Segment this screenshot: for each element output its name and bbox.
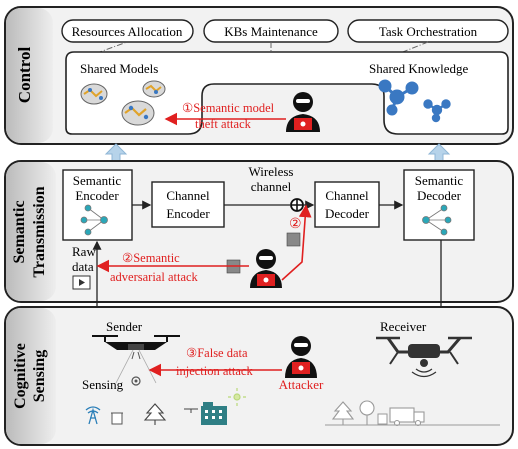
control-label-band — [6, 8, 53, 143]
wireless-channel-label-2: channel — [251, 179, 292, 194]
sender-label: Sender — [106, 319, 143, 334]
transmission-label-band — [6, 162, 56, 301]
trash-bin-icon-2 — [377, 413, 388, 425]
video-file-icon — [72, 275, 91, 290]
truck-icon — [389, 407, 425, 427]
semantic-transmission-layer: Semantic Transmission Semantic Encoder C… — [4, 160, 514, 320]
tree-icon-3 — [359, 400, 375, 425]
channel-decoder-label-2: Decoder — [325, 206, 370, 221]
raw-data-label-1: Raw — [72, 244, 96, 259]
attacker-icon-3 — [285, 336, 317, 378]
drone-small-icon — [184, 408, 198, 413]
attack-2-marker: ② — [289, 217, 302, 232]
shared-models-label: Shared Models — [80, 61, 158, 76]
semantic-decoder-label-1: Semantic — [415, 173, 464, 188]
sensing-layer-box — [4, 306, 514, 446]
sun-icon — [228, 388, 246, 406]
ai-model-icon-1 — [80, 83, 108, 105]
attacker-icon-2 — [250, 249, 282, 288]
tab-resources-allocation[interactable] — [61, 19, 194, 43]
knowledge-graph-icon-1 — [378, 79, 419, 116]
knowledge-graph-icon-2 — [423, 99, 451, 123]
cognitive-sensing-layer: Cognitive Sensing Sender Sensing Attacke… — [4, 306, 514, 446]
sensing-layer-label-2: Sensing — [31, 350, 48, 402]
channel-decoder-label-1: Channel — [325, 188, 369, 203]
tab-resources-allocation-label: Resources Allocation — [72, 24, 183, 39]
semantic-decoder-label-2: Decoder — [417, 188, 462, 203]
cell-tower-icon — [85, 406, 101, 425]
control-layer-label: Control — [15, 47, 34, 104]
tab-task-orchestration-label: Task Orchestration — [379, 24, 478, 39]
perturbation-icon-1 — [286, 232, 301, 247]
semantic-encoder-label-2: Encoder — [75, 188, 119, 203]
semantic-encoder-label-1: Semantic — [73, 173, 122, 188]
ai-model-icon-3 — [121, 100, 155, 126]
trash-bin-icon — [111, 412, 123, 425]
channel-encoder-label-2: Encoder — [166, 206, 210, 221]
receiver-drone-icon — [376, 336, 472, 378]
attack-1-label-line1: ①Semantic model — [182, 101, 275, 115]
attack-2-label-line1: ②Semantic — [122, 251, 180, 265]
transmission-layer-label-1: Semantic — [11, 200, 28, 263]
sensing-label: Sensing — [82, 377, 124, 392]
tab-kbs-maintenance-label: KBs Maintenance — [224, 24, 318, 39]
building-icon — [201, 402, 227, 425]
attack-1-label-line2: theft attack — [195, 117, 252, 131]
tree-icon-2 — [331, 401, 355, 425]
semantic-encoder-box[interactable] — [62, 169, 133, 241]
sensing-label-band — [6, 308, 56, 444]
encoder-network-icon — [80, 204, 108, 236]
decoder-network-icon — [422, 204, 452, 236]
attack-3-label-line2: injection attack — [176, 364, 253, 378]
attack-2-label-line2: adversarial attack — [110, 270, 199, 284]
attacker-label: Attacker — [279, 377, 324, 392]
shared-knowledge-label: Shared Knowledge — [369, 61, 469, 76]
sender-drone-icon — [92, 335, 180, 386]
ai-model-icon-2 — [142, 80, 166, 98]
tree-icon-1 — [143, 403, 167, 425]
transmission-layer-label-2: Transmission — [31, 186, 48, 277]
attack-3-label-line1: ③False data — [186, 346, 248, 360]
sensing-layer-label-1: Cognitive — [12, 343, 29, 409]
attacker-icon-1 — [286, 92, 320, 132]
raw-data-label-2: data — [72, 259, 94, 274]
channel-decoder-box[interactable] — [314, 181, 380, 228]
receiver-label: Receiver — [380, 319, 427, 334]
wireless-channel-label-1: Wireless — [249, 164, 294, 179]
control-layer: Control Resources Allocation KBs Mainten… — [4, 6, 514, 145]
attack-2-channel-arrow — [281, 204, 312, 281]
channel-encoder-label-1: Channel — [166, 188, 210, 203]
